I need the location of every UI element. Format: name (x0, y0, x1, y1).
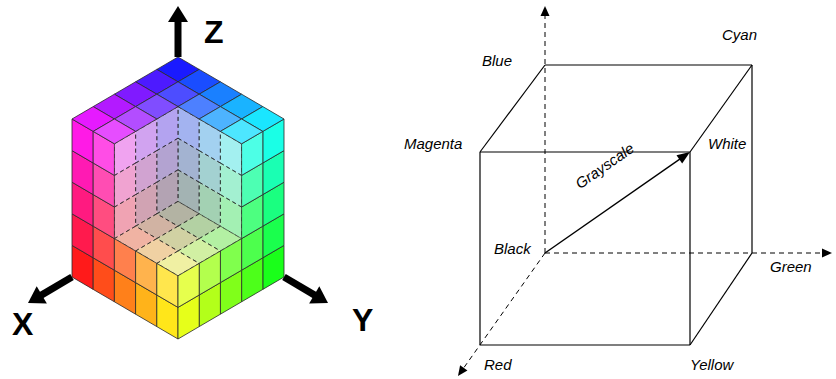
y-axis-arrow-head (309, 286, 328, 303)
cube-edge (689, 152, 690, 345)
cube-edge (690, 65, 752, 152)
y-axis-dashed (545, 253, 823, 254)
x-axis-arrow-head (28, 286, 47, 303)
corner-label: Magenta (404, 135, 462, 152)
wire-cube (458, 6, 832, 376)
grayscale-arrow-head (676, 152, 690, 164)
z-axis-dashed-head (541, 6, 550, 16)
cube-cell (220, 119, 262, 144)
axis-label: Z (204, 14, 224, 51)
cube-cell (157, 263, 178, 307)
cube-cell (93, 119, 135, 144)
grayscale-arrow (545, 159, 680, 253)
x-axis-arrow (41, 277, 72, 295)
corner-label: Red (484, 356, 512, 373)
y-axis-arrow (284, 277, 315, 295)
cube-edge (690, 253, 752, 345)
corner-label: Green (770, 258, 812, 275)
cube-cell (114, 239, 135, 283)
corner-label: Cyan (722, 26, 757, 43)
corner-label: Black (494, 240, 531, 257)
cube-cell (220, 239, 241, 283)
cube-cell (136, 251, 157, 295)
cube-edge (480, 65, 545, 152)
corner-label: White (708, 135, 746, 152)
cube-cell (199, 251, 220, 295)
rgb-cube (72, 57, 284, 339)
cube-edge (480, 344, 690, 345)
corner-label: Blue (482, 52, 512, 69)
corner-label: Yellow (690, 356, 733, 373)
arrow-label: Grayscale (572, 139, 637, 192)
z-axis-arrow-head (168, 6, 188, 22)
axis-label: X (12, 306, 33, 343)
x-axis-dashed (463, 253, 545, 369)
axis-label: Y (352, 302, 373, 339)
z-axis-dashed (545, 15, 546, 253)
cube-edge (751, 65, 752, 253)
cube-edge (545, 64, 752, 65)
x-axis-dashed-head (458, 365, 467, 376)
cube-edge (480, 151, 690, 152)
cube-edge (479, 152, 480, 345)
y-axis-dashed-head (822, 249, 832, 258)
z-axis-arrow (175, 21, 182, 57)
cube-cell (178, 263, 199, 307)
